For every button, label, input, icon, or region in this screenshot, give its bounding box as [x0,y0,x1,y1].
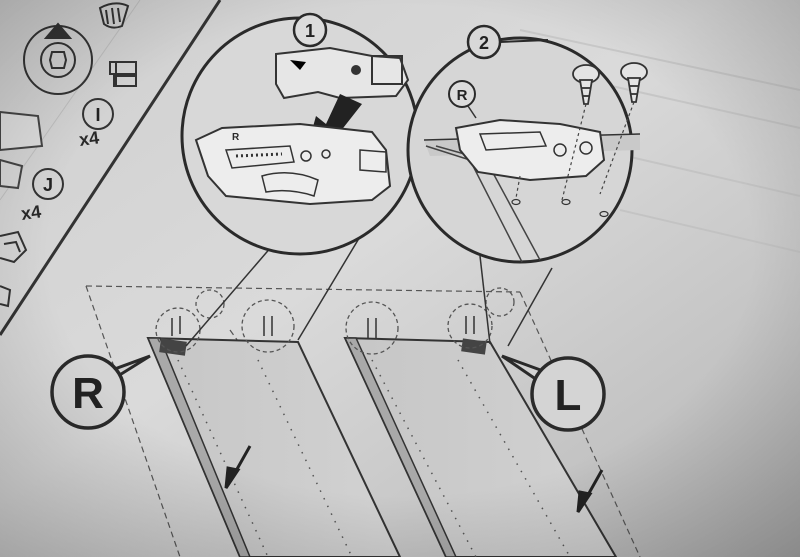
photo-vignette [0,0,800,557]
assembly-instruction-photo: I x4 J x4 [0,0,800,557]
